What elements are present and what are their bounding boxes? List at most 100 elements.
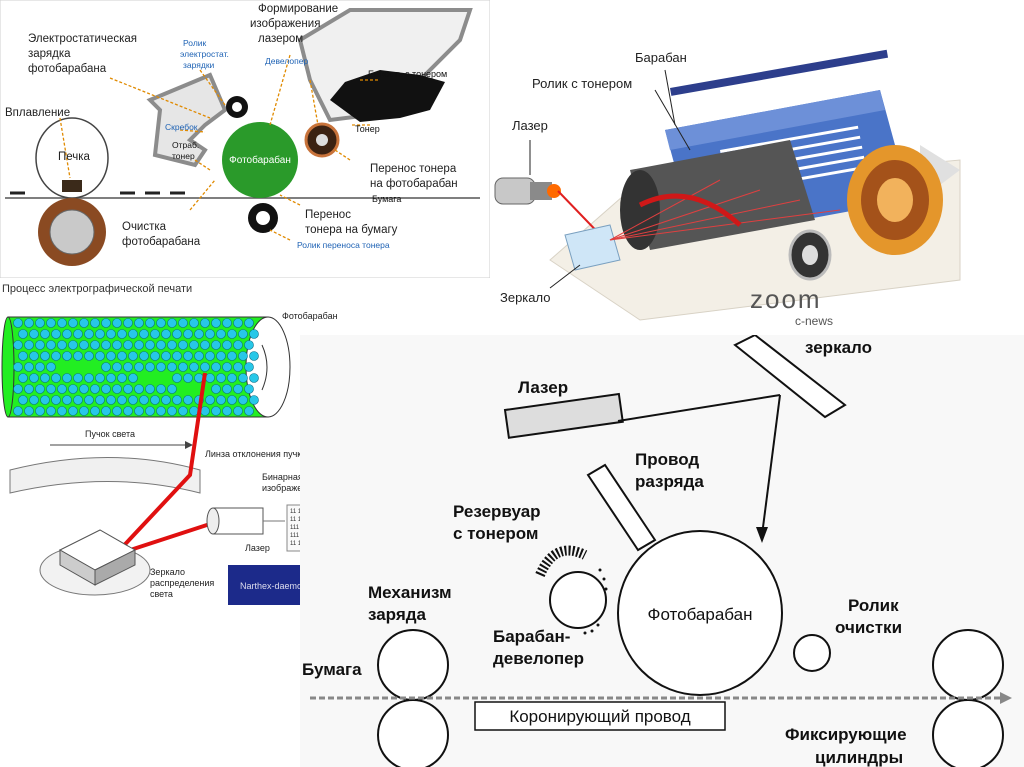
- label-roller-charge-2: электростат.: [180, 49, 229, 59]
- label-transfer-roller: Ролик переноса тонера: [297, 240, 390, 250]
- charge-roller-top: [377, 629, 449, 701]
- charge-dot: [51, 329, 61, 339]
- charge-dot: [216, 351, 226, 361]
- charge-dot: [211, 406, 221, 416]
- charge-dot: [13, 318, 23, 328]
- toner-dots: [583, 568, 608, 635]
- charge-dot: [128, 373, 138, 383]
- charge-dot: [183, 373, 193, 383]
- label-laser: Лазер: [245, 543, 270, 553]
- panel2-leaders: [529, 69, 691, 289]
- charge-dot: [95, 351, 105, 361]
- label-developer-1: Барабан-: [493, 627, 570, 646]
- charge-dot: [46, 318, 56, 328]
- charge-dot: [101, 318, 111, 328]
- cnews-logo: c-news: [795, 314, 833, 328]
- panel-schematic: Фотобарабан Коронирующий провод Лазер зе…: [300, 335, 1024, 767]
- charge-dot: [222, 384, 232, 394]
- fixing-roller-bottom: [932, 699, 1004, 767]
- charge-dot: [106, 395, 116, 405]
- charge-dot: [172, 351, 182, 361]
- charge-dot: [205, 329, 215, 339]
- charge-dot: [227, 329, 237, 339]
- label-transfer-drum-1: Перенос тонера: [370, 163, 457, 175]
- fuser-roller-inner: [49, 209, 95, 255]
- label-forming-2: изображения: [250, 18, 320, 30]
- scan-rays: [609, 179, 841, 241]
- charge-dot: [62, 395, 72, 405]
- charge-dot: [178, 340, 188, 350]
- leader-lines: [59, 54, 380, 241]
- toner-roller: [630, 140, 815, 250]
- charge-dot: [40, 329, 50, 339]
- charge-dot: [117, 373, 127, 383]
- charge-dot: [24, 340, 34, 350]
- charge-dot: [238, 351, 248, 361]
- charge-dot: [112, 318, 122, 328]
- drum-label: Фотобарабан: [648, 605, 753, 624]
- charge-dot: [57, 406, 67, 416]
- label-mirror-1: Зеркало: [150, 567, 185, 577]
- oven-heater: [62, 180, 82, 192]
- charge-dot: [51, 395, 61, 405]
- charge-dot: [95, 329, 105, 339]
- charge-dot: [222, 406, 232, 416]
- charge-dot: [79, 406, 89, 416]
- charge-dot: [172, 395, 182, 405]
- charge-dot: [62, 329, 72, 339]
- charge-dot: [13, 406, 23, 416]
- charge-dot: [150, 329, 160, 339]
- charge-dot: [62, 373, 72, 383]
- charge-dot: [249, 351, 259, 361]
- charge-dot: [194, 351, 204, 361]
- charge-dot: [167, 318, 177, 328]
- charge-dot: [216, 329, 226, 339]
- panel-laser-drum-illustration: Барабан Ролик с тонером Лазер Зеркало zo…: [490, 30, 990, 330]
- charge-dot: [117, 395, 127, 405]
- label-cleaner-1: Ролик: [848, 596, 899, 615]
- charge-dot: [200, 340, 210, 350]
- charge-dot: [106, 351, 116, 361]
- charge-dot: [145, 318, 155, 328]
- charge-dot: [211, 318, 221, 328]
- charge-dot: [145, 384, 155, 394]
- charge-dot: [139, 329, 149, 339]
- charge-dot: [156, 384, 166, 394]
- charge-dot: [167, 384, 177, 394]
- red-beam-path: [113, 372, 214, 557]
- label-toner-box: Емкость с тонером: [368, 69, 447, 79]
- charge-dot: [145, 362, 155, 372]
- rotation-arrow: [261, 344, 268, 391]
- charge-dot: [62, 351, 72, 361]
- label-transfer-paper-2: тонера на бумагу: [305, 224, 398, 236]
- charge-dot: [29, 351, 39, 361]
- label-beam: Пучок света: [85, 429, 135, 439]
- charge-dot: [29, 395, 39, 405]
- charge-dot: [244, 384, 254, 394]
- charge-dot: [24, 384, 34, 394]
- charge-dot: [106, 373, 116, 383]
- label-transfer-paper-1: Перенос: [305, 209, 351, 221]
- charge-dot: [150, 351, 160, 361]
- charge-dot: [46, 406, 56, 416]
- charge-dot: [233, 340, 243, 350]
- charge-dot: [205, 373, 215, 383]
- label-cleaner-2: очистки: [835, 618, 902, 637]
- charge-dot: [233, 406, 243, 416]
- label-developer: Девелопер: [265, 56, 308, 66]
- charge-dot: [178, 318, 188, 328]
- toner-mass: [330, 70, 445, 122]
- charge-dot: [200, 318, 210, 328]
- charge-dot: [238, 329, 248, 339]
- charge-dot: [178, 362, 188, 372]
- charge-dot: [112, 340, 122, 350]
- charge-dot: [112, 384, 122, 394]
- charge-dot: [150, 395, 160, 405]
- charge-dot: [106, 329, 116, 339]
- laser-ray: [617, 394, 781, 422]
- charge-dot: [244, 406, 254, 416]
- charge-dot: [139, 351, 149, 361]
- charge-dot: [73, 329, 83, 339]
- charge-dot: [200, 362, 210, 372]
- charge-dot: [84, 351, 94, 361]
